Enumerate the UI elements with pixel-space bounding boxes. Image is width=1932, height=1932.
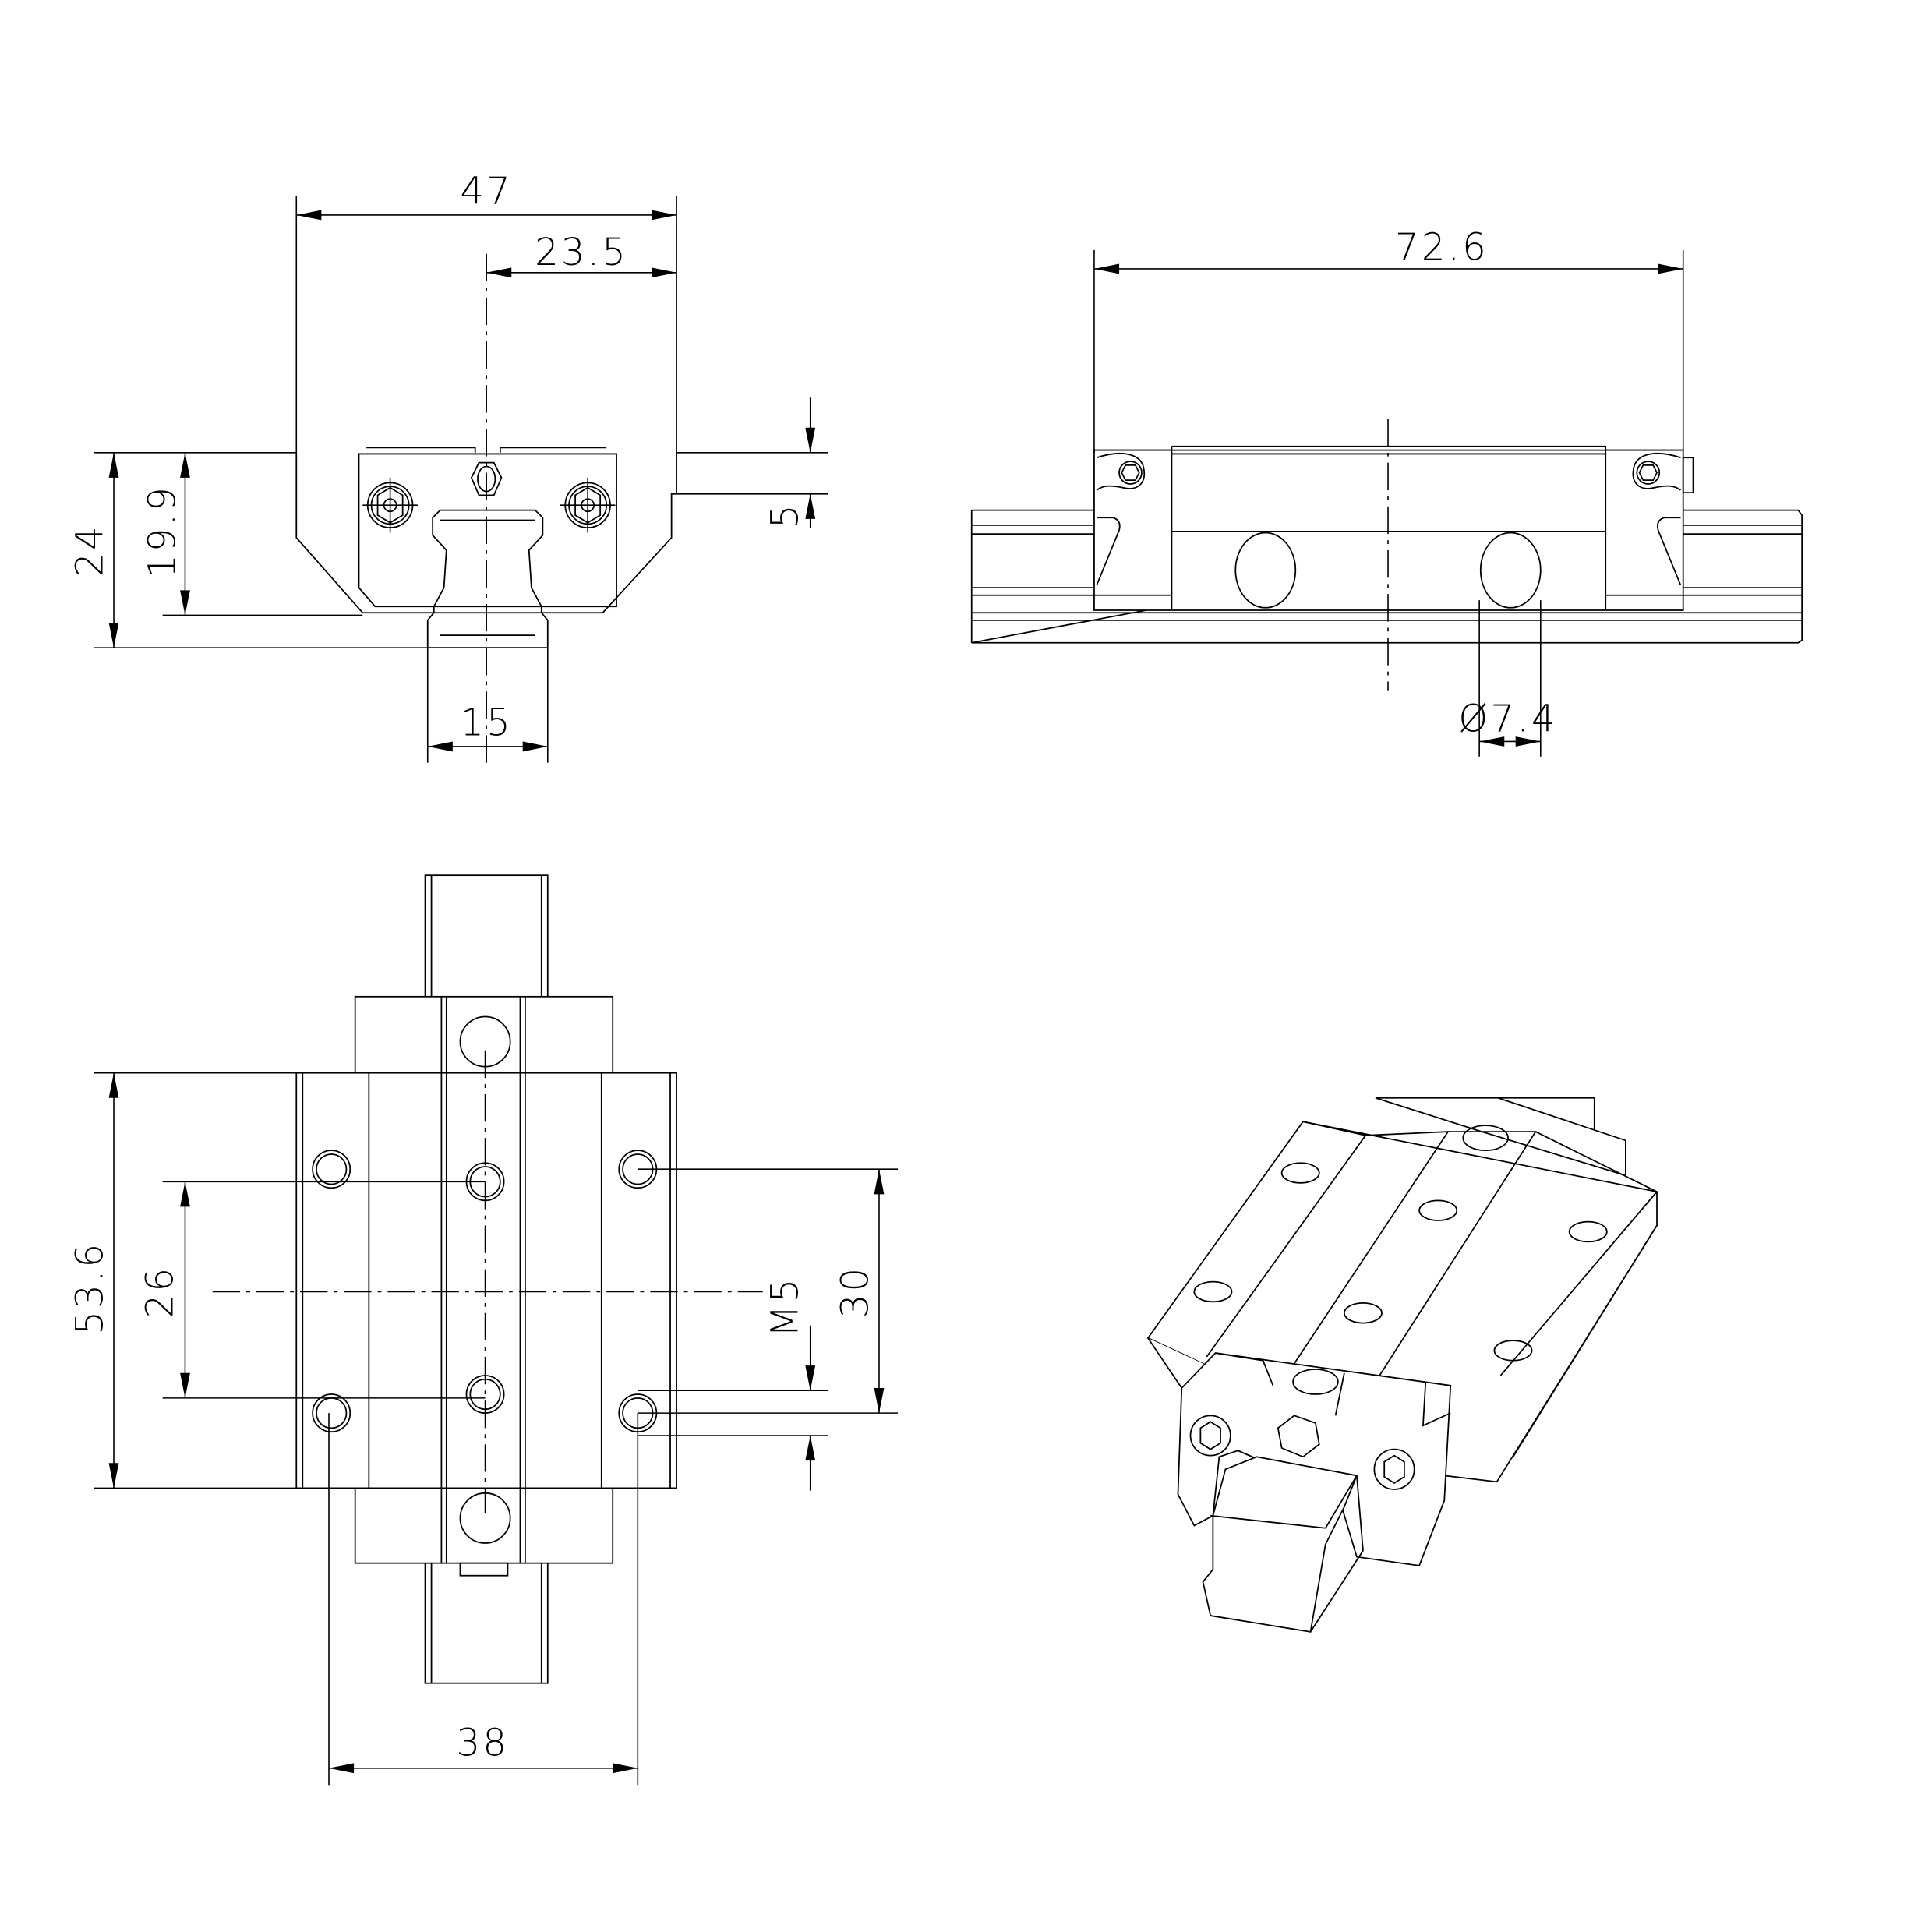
dim-label-length: 72.6 bbox=[1395, 226, 1489, 270]
iso-holes bbox=[1189, 1125, 1608, 1490]
dim-53-6: 53.6 bbox=[69, 1072, 297, 1489]
dim-label-rail-width: 15 bbox=[460, 701, 513, 744]
dim-label-height: 24 bbox=[69, 524, 112, 577]
dim-label-half-width: 23.5 bbox=[535, 231, 628, 274]
rail-side bbox=[970, 509, 1803, 644]
dim-label-hole-diameter: Ø7.4 bbox=[1458, 698, 1557, 741]
dim-47: 47 bbox=[295, 170, 677, 453]
dim-26: 26 bbox=[138, 1181, 486, 1399]
dim-72-6: 72.6 bbox=[1093, 226, 1684, 450]
dim-5: 5 bbox=[676, 397, 828, 528]
top-view: 53.6 26 30 M5 38 bbox=[69, 874, 899, 1786]
isometric-view bbox=[1146, 1097, 1658, 1633]
front-view: 47 23.5 24 19.9 15 5 bbox=[69, 170, 828, 763]
dim-hole-diameter: Ø7.4 bbox=[1458, 600, 1557, 757]
screw-left bbox=[362, 477, 418, 533]
dim-15: 15 bbox=[426, 648, 549, 763]
dim-label-hole-spacing: 26 bbox=[138, 1266, 182, 1319]
front-view-body bbox=[295, 253, 677, 763]
block-side bbox=[1093, 419, 1694, 691]
screw-right bbox=[560, 477, 616, 533]
dim-m5: M5 bbox=[638, 1276, 828, 1491]
dim-label-mount-spacing: 30 bbox=[834, 1266, 878, 1319]
dim-label-thread: M5 bbox=[764, 1276, 807, 1337]
dim-label-width: 47 bbox=[460, 170, 513, 214]
dim-label-offset: 5 bbox=[764, 502, 807, 528]
dim-38: 38 bbox=[328, 1413, 639, 1786]
dim-label-mount-spacing-x: 38 bbox=[457, 1722, 510, 1765]
dim-23-5: 23.5 bbox=[486, 231, 677, 278]
dim-19-9: 19.9 bbox=[141, 452, 363, 616]
dim-label-block-length: 53.6 bbox=[69, 1241, 112, 1335]
dim-30: 30 bbox=[638, 1168, 899, 1414]
side-view: 72.6 Ø7.4 bbox=[970, 226, 1803, 757]
dim-label-block-height: 19.9 bbox=[141, 485, 185, 578]
dim-24: 24 bbox=[69, 452, 428, 648]
